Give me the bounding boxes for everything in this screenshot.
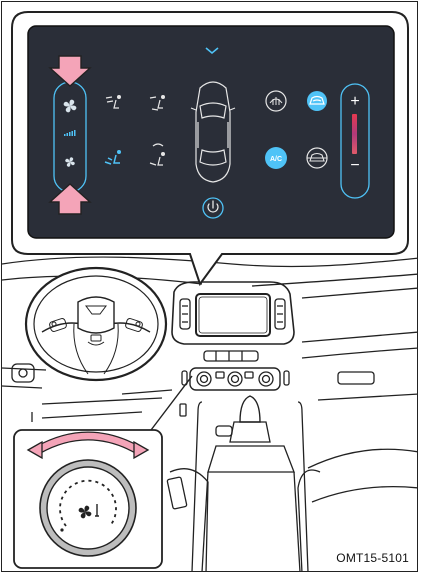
steering-wheel [26,268,166,380]
ac-button-label: A/C [270,156,282,163]
temperature-gauge-bar [352,114,357,154]
figure-code: OMT15-5101 [336,551,409,565]
fan-dial-inset [14,430,162,568]
panel-callout [12,12,408,284]
ac-button[interactable]: A/C [265,147,287,169]
temperature-minus-button[interactable]: − [350,157,359,174]
climate-control-illustration: A/C + [2,2,418,572]
touch-screen [28,26,394,238]
fan-speed-dial[interactable] [40,460,136,556]
recirculation-button[interactable] [307,91,327,111]
temperature-plus-button[interactable]: + [350,93,359,110]
